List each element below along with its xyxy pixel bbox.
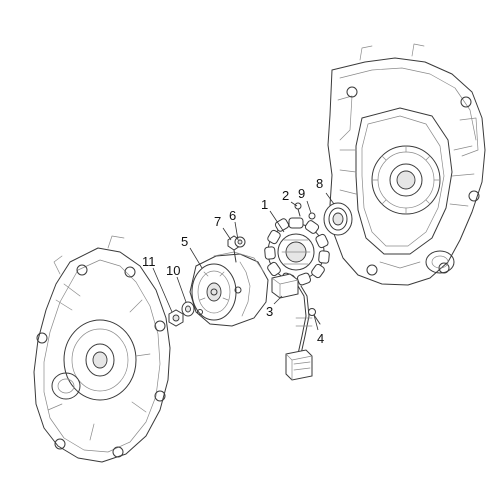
right-crankcase (327, 43, 486, 286)
left-crankcase-cover (33, 235, 171, 463)
part-3-pickup-cable (271, 273, 313, 381)
part-10-washer (181, 301, 195, 317)
part-1-stator (264, 217, 330, 286)
part-8-oil-seal (323, 202, 353, 236)
part-2-screw (294, 202, 302, 217)
callout-3: 3 (266, 304, 273, 319)
callout-6: 6 (229, 208, 236, 223)
callout-11: 11 (142, 254, 156, 269)
callout-4: 4 (317, 331, 324, 346)
callout-10: 10 (166, 263, 180, 278)
part-9-pin (308, 212, 316, 220)
callout-7: 7 (214, 214, 221, 229)
leader-lines (152, 192, 335, 331)
callout-8: 8 (316, 176, 323, 191)
callout-1: 1 (261, 197, 268, 212)
part-4-screw (308, 308, 321, 325)
callout-2: 2 (282, 188, 289, 203)
part-6-washer (234, 236, 246, 248)
callout-9: 9 (298, 186, 305, 201)
part-5-flywheel (189, 251, 269, 327)
callout-labels: 1 2 3 4 5 6 7 8 9 10 11 (142, 176, 324, 346)
callout-5: 5 (181, 234, 188, 249)
part-11-nut (168, 309, 184, 327)
